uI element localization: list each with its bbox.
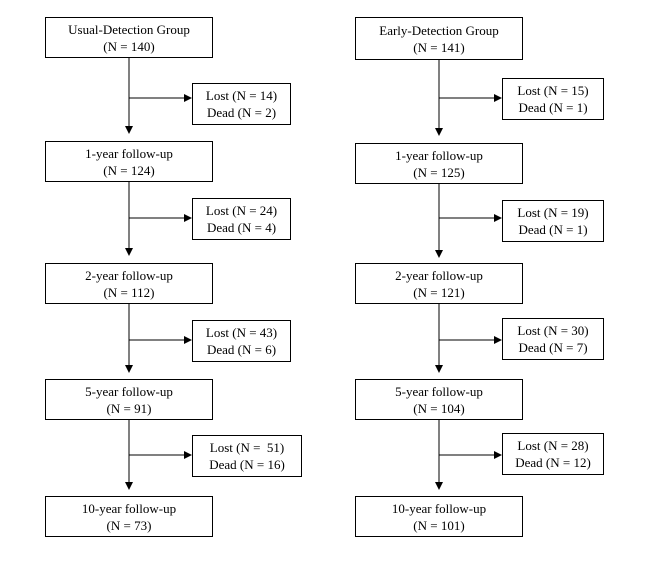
box-title: 2-year follow-up [85,267,173,283]
box-title: 10-year follow-up [81,500,177,516]
lost-count: Lost (N = 15) [517,83,589,98]
right-loss-box-1: Lost (N = 15) Dead (N = 1) [502,78,604,120]
dead-count: Dead (N = 12) [515,455,591,470]
box-count: (N = 104) [413,400,465,416]
box-title: 10-year follow-up [391,500,487,516]
dead-count: Dead (N = 6) [206,342,277,357]
box-title: 1-year follow-up [395,147,483,163]
dead-count: Dead (N = 4) [206,220,277,235]
left-loss-box-2: Lost (N = 24) Dead (N = 4) [192,198,291,240]
dead-count: Dead (N = 7) [518,340,588,355]
right-5-year-follow-up-box: 5-year follow-up (N = 104) [355,379,523,420]
left-5-year-follow-up-box: 5-year follow-up (N = 91) [45,379,213,420]
early-detection-group-box: Early-Detection Group (N = 141) [355,17,523,60]
left-2-year-follow-up-box: 2-year follow-up (N = 112) [45,263,213,304]
lost-count: Lost (N = 28) [517,438,589,453]
lost-count: Lost (N = 24) [205,203,278,218]
lost-count: Lost (N = 30) [517,323,589,338]
lost-count: Lost (N = 51) [209,440,285,455]
box-count: (N = 112) [103,284,155,300]
lost-count: Lost (N = 43) [205,325,278,340]
right-1-year-follow-up-box: 1-year follow-up (N = 125) [355,143,523,184]
left-loss-box-4: Lost (N = 51) Dead (N = 16) [192,435,302,477]
box-count: (N = 124) [103,162,155,178]
left-loss-box-3: Lost (N = 43) Dead (N = 6) [192,320,291,362]
box-title: Usual-Detection Group [68,21,190,37]
box-title: 2-year follow-up [395,267,483,283]
box-count: (N = 121) [413,284,465,300]
dead-count: Dead (N = 1) [518,100,588,115]
box-count: (N = 141) [413,39,465,55]
lost-count: Lost (N = 19) [517,205,589,220]
lost-count: Lost (N = 14) [205,88,278,103]
right-loss-box-4: Lost (N = 28) Dead (N = 12) [502,433,604,475]
box-title: 5-year follow-up [85,383,173,399]
right-loss-box-2: Lost (N = 19) Dead (N = 1) [502,200,604,242]
box-count: (N = 101) [413,517,465,533]
right-10-year-follow-up-box: 10-year follow-up (N = 101) [355,496,523,537]
right-loss-box-3: Lost (N = 30) Dead (N = 7) [502,318,604,360]
box-count: (N = 125) [413,164,465,180]
left-1-year-follow-up-box: 1-year follow-up (N = 124) [45,141,213,182]
box-title: 1-year follow-up [85,145,173,161]
left-loss-box-1: Lost (N = 14) Dead (N = 2) [192,83,291,125]
dead-count: Dead (N = 2) [206,105,277,120]
box-title: Early-Detection Group [379,22,499,38]
usual-detection-group-box: Usual-Detection Group (N = 140) [45,17,213,58]
box-count: (N = 73) [106,517,152,533]
dead-count: Dead (N = 16) [209,457,285,472]
box-count: (N = 140) [103,38,155,54]
dead-count: Dead (N = 1) [518,222,588,237]
box-count: (N = 91) [106,400,152,416]
right-2-year-follow-up-box: 2-year follow-up (N = 121) [355,263,523,304]
left-10-year-follow-up-box: 10-year follow-up (N = 73) [45,496,213,537]
box-title: 5-year follow-up [395,383,483,399]
